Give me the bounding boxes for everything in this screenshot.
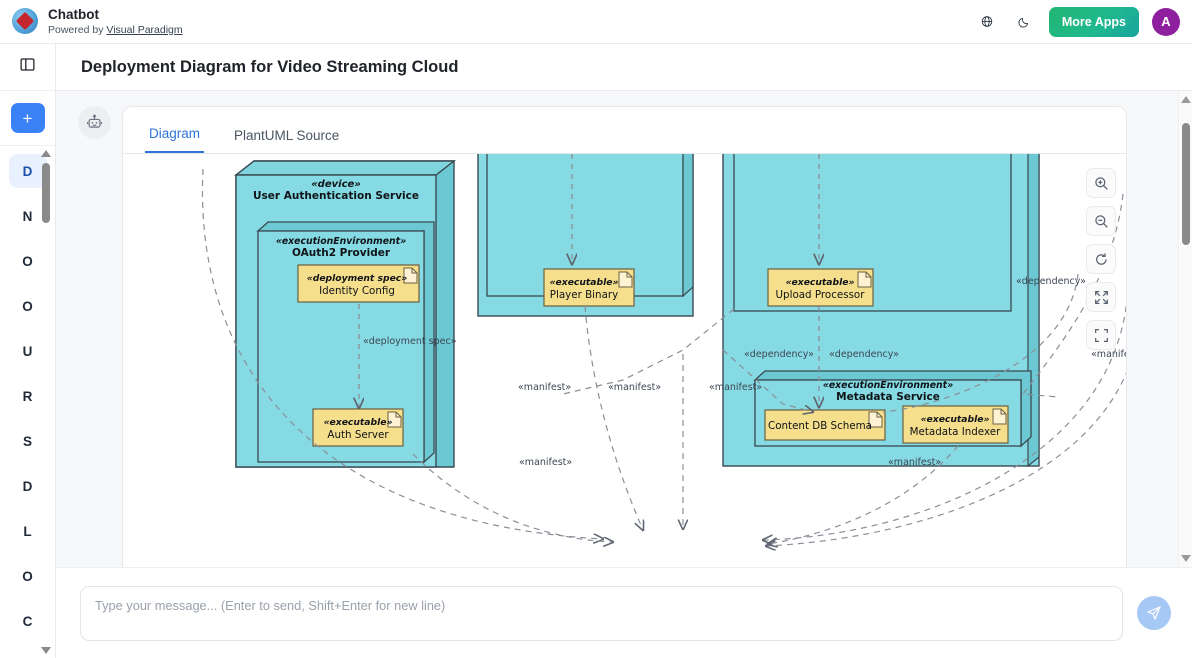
artifact-auth-server: «executable» Auth Server [312, 408, 404, 447]
svg-text:Identity Config: Identity Config [319, 285, 395, 297]
visual-paradigm-link[interactable]: Visual Paradigm [106, 23, 183, 36]
manifest-edges [201, 168, 1126, 546]
diagram-canvas[interactable]: «device» User Authentication Service «ex… [123, 154, 1127, 568]
svg-text:Metadata Indexer: Metadata Indexer [910, 426, 1001, 438]
edge-label-dependency-right: «dependency» [1016, 276, 1086, 287]
deployment-diagram: «device» User Authentication Service «ex… [201, 154, 1127, 568]
more-apps-button[interactable]: More Apps [1048, 6, 1139, 37]
node-media-processing-group: «executable» Upload Processor «execution… [722, 154, 1040, 468]
diagram-toolbar [1086, 168, 1116, 350]
edge-label-manifest-1: «manifest» [518, 382, 571, 393]
tab-bar: Diagram PlantUML Source [123, 107, 1126, 154]
svg-text:«executable»: «executable» [550, 277, 619, 288]
rail-item-1[interactable]: N [22, 208, 33, 224]
panel-toggle-icon[interactable] [19, 56, 36, 78]
artifact-player-binary: «executable» Player Binary [543, 268, 635, 307]
page-title: Deployment Diagram for Video Streaming C… [81, 57, 459, 76]
new-chat-row: + [0, 91, 55, 146]
send-button[interactable] [1137, 596, 1171, 630]
rail-item-8[interactable]: L [23, 523, 32, 539]
left-rail: + D N O O U R S D L O C [0, 44, 56, 658]
document-header: Deployment Diagram for Video Streaming C… [56, 44, 1192, 91]
rail-item-6[interactable]: S [22, 433, 32, 449]
svg-text:OAuth2 Provider: OAuth2 Provider [292, 247, 391, 259]
rail-item-7[interactable]: D [22, 478, 33, 494]
message-composer [56, 567, 1192, 658]
content-scrollbar[interactable] [1178, 91, 1192, 567]
robot-icon [78, 106, 111, 139]
svg-text:«executable»: «executable» [921, 414, 990, 425]
node-metadata-service: «executionEnvironment» Metadata Service … [753, 370, 1032, 448]
rail-scroll-up-arrow-icon[interactable] [41, 150, 51, 157]
content-scroll-up-arrow-icon[interactable] [1181, 96, 1191, 103]
edge-label-manifest-2: «manifest» [608, 382, 661, 393]
edge-label-manifest-3: «manifest» [709, 382, 762, 393]
rail-scroll-down-arrow-icon[interactable] [41, 647, 51, 654]
brand: Chatbot Powered by Visual Paradigm [12, 7, 183, 36]
avatar[interactable]: A [1152, 7, 1180, 36]
svg-text:Metadata Service: Metadata Service [836, 391, 940, 403]
app-title: Chatbot [48, 7, 99, 23]
artifact-identity-config: «deployment spec» Identity Config [297, 264, 420, 303]
diagram-card: Diagram PlantUML Source «device» User Au… [122, 106, 1127, 568]
edge-label-dependency-2: «dependency» [829, 349, 899, 360]
moon-icon[interactable] [1012, 10, 1036, 34]
rail-item-10[interactable]: C [22, 613, 33, 629]
top-bar: Chatbot Powered by Visual Paradigm More … [0, 0, 1192, 44]
dependency-edges [562, 193, 1124, 412]
brand-text: Chatbot Powered by Visual Paradigm [48, 7, 183, 36]
powered-prefix: Powered by [48, 23, 107, 36]
svg-text:Player Binary: Player Binary [550, 289, 618, 301]
edge-label-dependency-1: «dependency» [744, 349, 814, 360]
svg-text:Auth Server: Auth Server [327, 429, 389, 441]
rail-toggle-row [0, 44, 55, 91]
zoom-in-icon[interactable] [1086, 168, 1116, 198]
artifact-content-db-schema: Content DB Schema [764, 409, 886, 441]
rail-scroll-thumb[interactable] [42, 163, 50, 223]
svg-text:«deployment spec»: «deployment spec» [307, 273, 407, 284]
new-chat-button[interactable]: + [10, 103, 45, 133]
svg-text:«executionEnvironment»: «executionEnvironment» [276, 236, 406, 247]
content-scroll-down-arrow-icon[interactable] [1181, 555, 1191, 562]
svg-text:«executable»: «executable» [786, 277, 855, 288]
svg-text:Upload Processor: Upload Processor [776, 289, 866, 301]
artifact-metadata-indexer: «executable» Metadata Indexer [902, 405, 1009, 444]
content-scroll-thumb[interactable] [1182, 123, 1190, 245]
rail-item-3[interactable]: O [22, 298, 33, 314]
message-input[interactable] [80, 585, 1123, 641]
svg-text:Content DB Schema: Content DB Schema [768, 420, 872, 432]
node-streaming-edge-group: «executable» Player Binary [477, 154, 694, 317]
zoom-out-icon[interactable] [1086, 206, 1116, 236]
reset-icon[interactable] [1086, 244, 1116, 274]
fit-screen-icon[interactable] [1086, 282, 1116, 312]
svg-text:«executionEnvironment»: «executionEnvironment» [823, 380, 953, 391]
rail-conversation-list: D N O O U R S D L O C [0, 146, 55, 658]
visual-paradigm-logo-icon [12, 8, 38, 35]
tab-diagram[interactable]: Diagram [145, 126, 205, 153]
content-area: Diagram PlantUML Source «device» User Au… [56, 91, 1192, 568]
svg-text:User Authentication Service: User Authentication Service [253, 190, 419, 202]
rail-item-9[interactable]: O [22, 568, 33, 584]
edge-label-manifest-4: «manifest» [519, 457, 572, 468]
rail-item-2[interactable]: O [22, 253, 33, 269]
tab-plantuml-source[interactable]: PlantUML Source [230, 128, 343, 153]
artifact-upload-processor: «executable» Upload Processor [767, 268, 874, 307]
node-oauth2-provider: «executionEnvironment» OAuth2 Provider «… [256, 221, 457, 464]
svg-text:«deployment spec»: «deployment spec» [363, 336, 457, 347]
rail-item-4[interactable]: U [22, 343, 33, 359]
svg-text:«device»: «device» [311, 179, 361, 190]
rail-item-0[interactable]: D [8, 154, 47, 188]
node-user-authentication-service: «device» User Authentication Service «ex… [233, 160, 457, 468]
edge-label-manifest-right: «manifest» [1091, 349, 1127, 360]
globe-icon[interactable] [975, 10, 999, 34]
powered-by-text: Powered by Visual Paradigm [48, 24, 183, 36]
edge-label-manifest-5: «manifest» [888, 457, 941, 468]
svg-text:«executable»: «executable» [324, 417, 393, 428]
rail-items: D N O O U R S D L O C [0, 154, 55, 638]
rail-scrollbar[interactable] [40, 150, 52, 654]
focus-frame-icon[interactable] [1086, 320, 1116, 350]
rail-item-5[interactable]: R [22, 388, 33, 404]
top-bar-actions: More Apps A [975, 6, 1180, 37]
